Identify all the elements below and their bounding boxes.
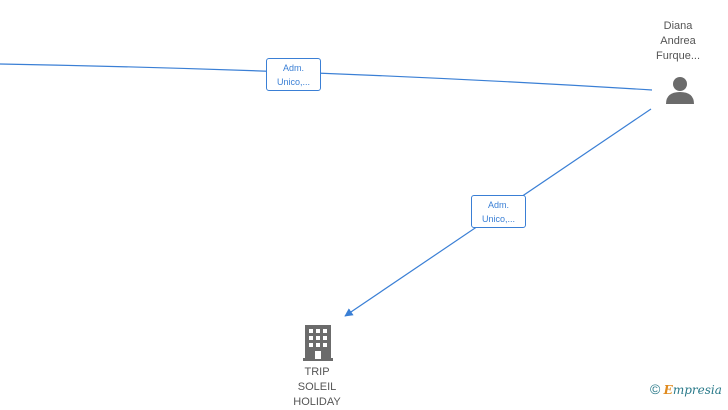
- brand-initial: E: [663, 383, 673, 397]
- relationship-graph: [0, 63, 653, 317]
- edge-role-box[interactable]: Adm. Unico,...: [266, 58, 321, 91]
- company-label-line-2: SOLEIL: [297, 381, 337, 393]
- edge-role-line-2: Unico,...: [481, 214, 515, 224]
- edge-line-offscreen-to-person: [0, 63, 653, 91]
- person-label-line-1: Diana: [663, 20, 693, 32]
- edge-role-line-2: Unico,...: [276, 77, 310, 87]
- copyright-symbol: ©: [650, 381, 661, 397]
- person-icon[interactable]: [664, 76, 696, 109]
- person-node-label: Diana Andrea Furque...: [638, 19, 718, 64]
- company-node-label: TRIP SOLEIL HOLIDAY: [277, 365, 357, 410]
- edge-role-box[interactable]: Adm. Unico,...: [471, 195, 526, 228]
- brand-name: mpresia: [672, 383, 722, 397]
- company-label-line-1: TRIP: [304, 366, 330, 378]
- edge-role-line-1: Adm.: [487, 200, 509, 210]
- person-label-line-3: Furque...: [655, 50, 701, 62]
- building-icon[interactable]: [303, 325, 335, 366]
- empresia-logo: © Empresia: [650, 381, 722, 397]
- edge-role-line-1: Adm.: [282, 63, 304, 73]
- person-label-line-2: Andrea: [660, 35, 696, 47]
- company-label-line-3: HOLIDAY: [293, 396, 341, 408]
